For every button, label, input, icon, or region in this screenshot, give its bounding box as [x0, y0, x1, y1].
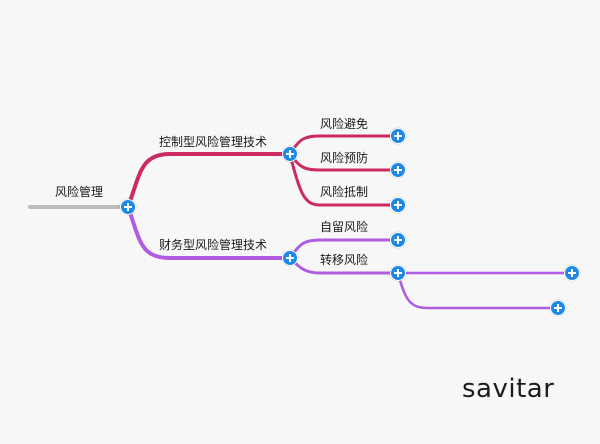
branch-control-label[interactable]: 控制型风险管理技术 [159, 135, 268, 149]
edge-control-suppress [288, 152, 400, 207]
edge-transfer-insurance [396, 271, 560, 310]
root-node-label[interactable]: 风险管理 [55, 185, 104, 199]
expand-retain-icon[interactable] [390, 232, 406, 248]
expand-prevent-icon[interactable] [390, 162, 406, 178]
expand-noninsurance-icon[interactable] [564, 265, 580, 281]
expand-suppress-icon[interactable] [390, 197, 406, 213]
expand-control-icon[interactable] [282, 146, 298, 162]
expand-transfer-icon[interactable] [390, 265, 406, 281]
branch-finance-label[interactable]: 财务型风险管理技术 [159, 238, 268, 252]
node-risk-prevent[interactable]: 风险预防 [320, 151, 369, 165]
expand-insurance-icon[interactable] [550, 300, 566, 316]
node-risk-transfer[interactable]: 转移风险 [320, 253, 369, 267]
watermark-text: savitar [462, 374, 555, 404]
node-risk-retain[interactable]: 自留风险 [320, 220, 369, 234]
expand-root-icon[interactable] [120, 199, 136, 215]
expand-finance-icon[interactable] [282, 250, 298, 266]
node-risk-avoid[interactable]: 风险避免 [320, 117, 369, 131]
expand-avoid-icon[interactable] [390, 128, 406, 144]
edge-root-control [126, 152, 292, 209]
node-risk-suppress[interactable]: 风险抵制 [320, 185, 369, 199]
edge-root-finance [126, 205, 292, 260]
